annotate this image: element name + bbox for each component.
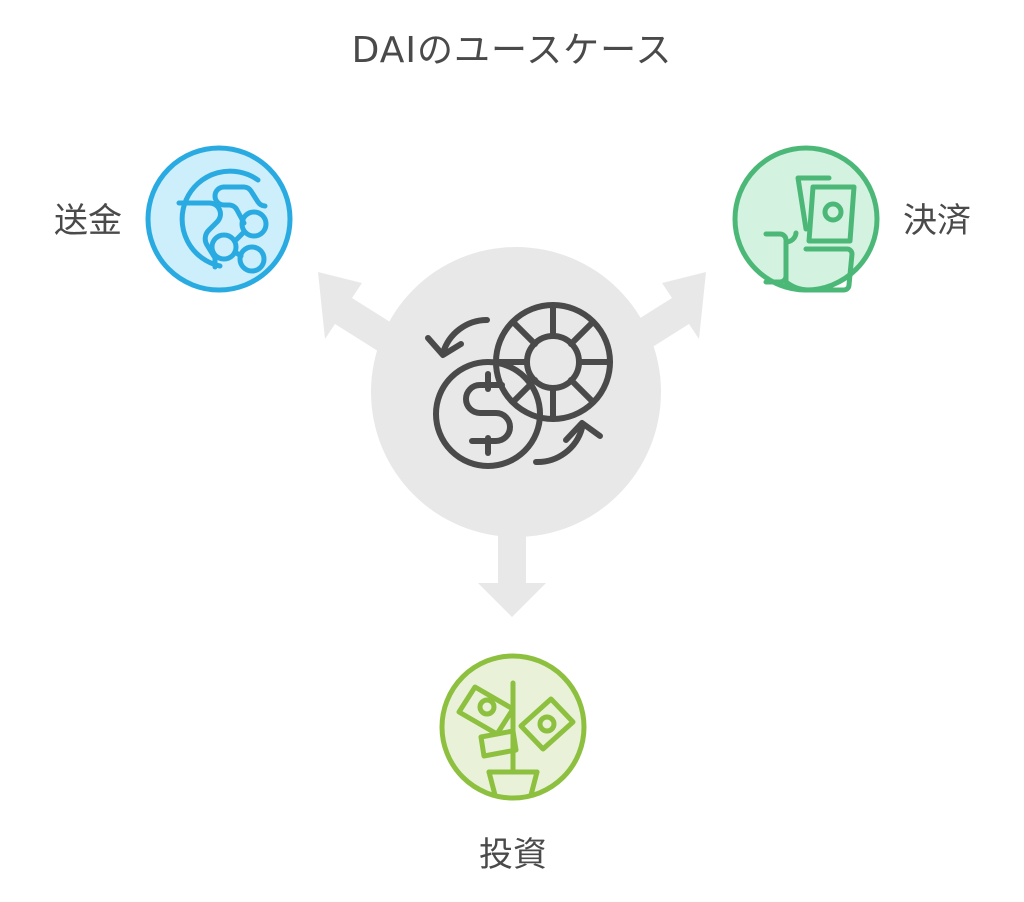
money-tree-icon <box>456 680 576 798</box>
node-payment[interactable] <box>732 145 880 293</box>
center-node-dai[interactable] <box>371 247 661 537</box>
node-remittance[interactable] <box>145 145 293 293</box>
globe-network-icon <box>176 168 269 274</box>
page-title: DAIのユースケース <box>352 30 673 71</box>
arrow-to-investment <box>478 528 546 617</box>
currency-exchange-coin-icon <box>425 302 613 469</box>
investment-label: 投資 <box>479 835 547 875</box>
center-circle <box>371 247 661 537</box>
hand-holding-money-icon <box>763 175 857 293</box>
payment-label: 決済 <box>903 201 971 241</box>
node-investment[interactable] <box>439 653 587 801</box>
remittance-label: 送金 <box>54 201 122 241</box>
